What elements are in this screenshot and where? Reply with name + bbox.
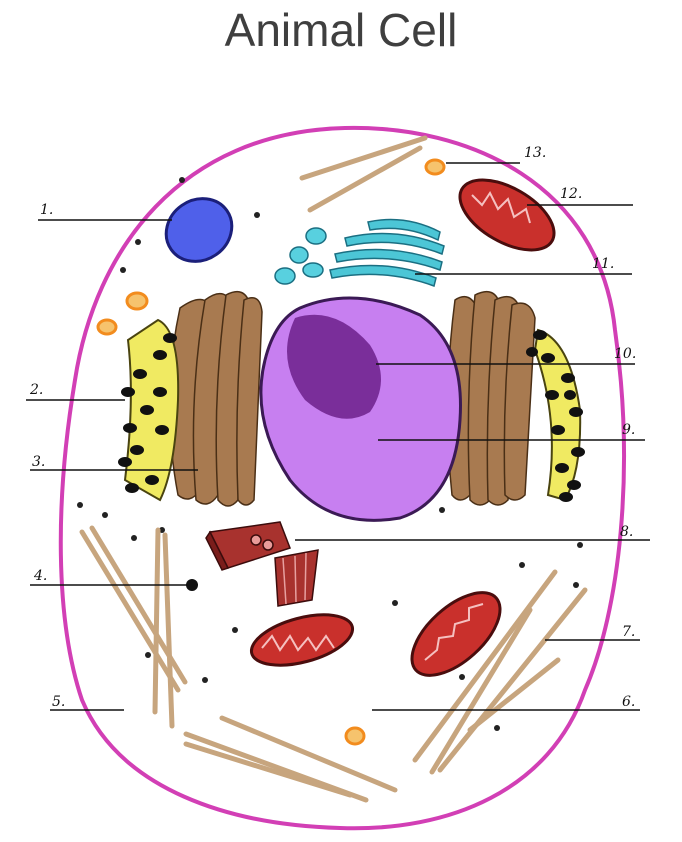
label-1: 1. — [40, 202, 53, 218]
centrosome — [205, 521, 319, 607]
smooth-er-stack — [329, 218, 445, 287]
rough-er-left — [118, 318, 180, 502]
diagram-title: Animal Cell — [224, 4, 458, 56]
label-3: 3. — [32, 454, 45, 470]
nucleolus — [287, 314, 381, 419]
label-6: 6. — [622, 694, 635, 710]
lysosome — [164, 197, 234, 263]
label-11: 11. — [592, 256, 614, 272]
label-7: 7. — [622, 624, 635, 640]
golgi-right — [446, 290, 536, 506]
leader-lines — [26, 162, 650, 711]
label-2: 2. — [29, 382, 43, 398]
label-12: 12. — [560, 186, 582, 202]
label-13: 13. — [524, 145, 546, 161]
rough-er-right — [526, 328, 585, 502]
ribosomes — [77, 177, 583, 731]
mitochondrion-bottom-right — [410, 591, 502, 677]
free-ribosome — [186, 579, 198, 591]
microtubules-top — [299, 135, 428, 213]
cytoskeleton-fibers — [79, 525, 588, 803]
label-8: 8. — [620, 524, 633, 540]
mitochondrion-bottom-left — [249, 613, 355, 667]
label-9: 9. — [622, 422, 635, 438]
vesicles — [96, 158, 446, 746]
centrioles — [274, 227, 327, 285]
golgi-left — [168, 290, 263, 507]
label-5: 5. — [52, 694, 65, 710]
label-10: 10. — [614, 346, 636, 362]
label-4: 4. — [33, 568, 47, 584]
mitochondrion-top — [458, 178, 556, 252]
